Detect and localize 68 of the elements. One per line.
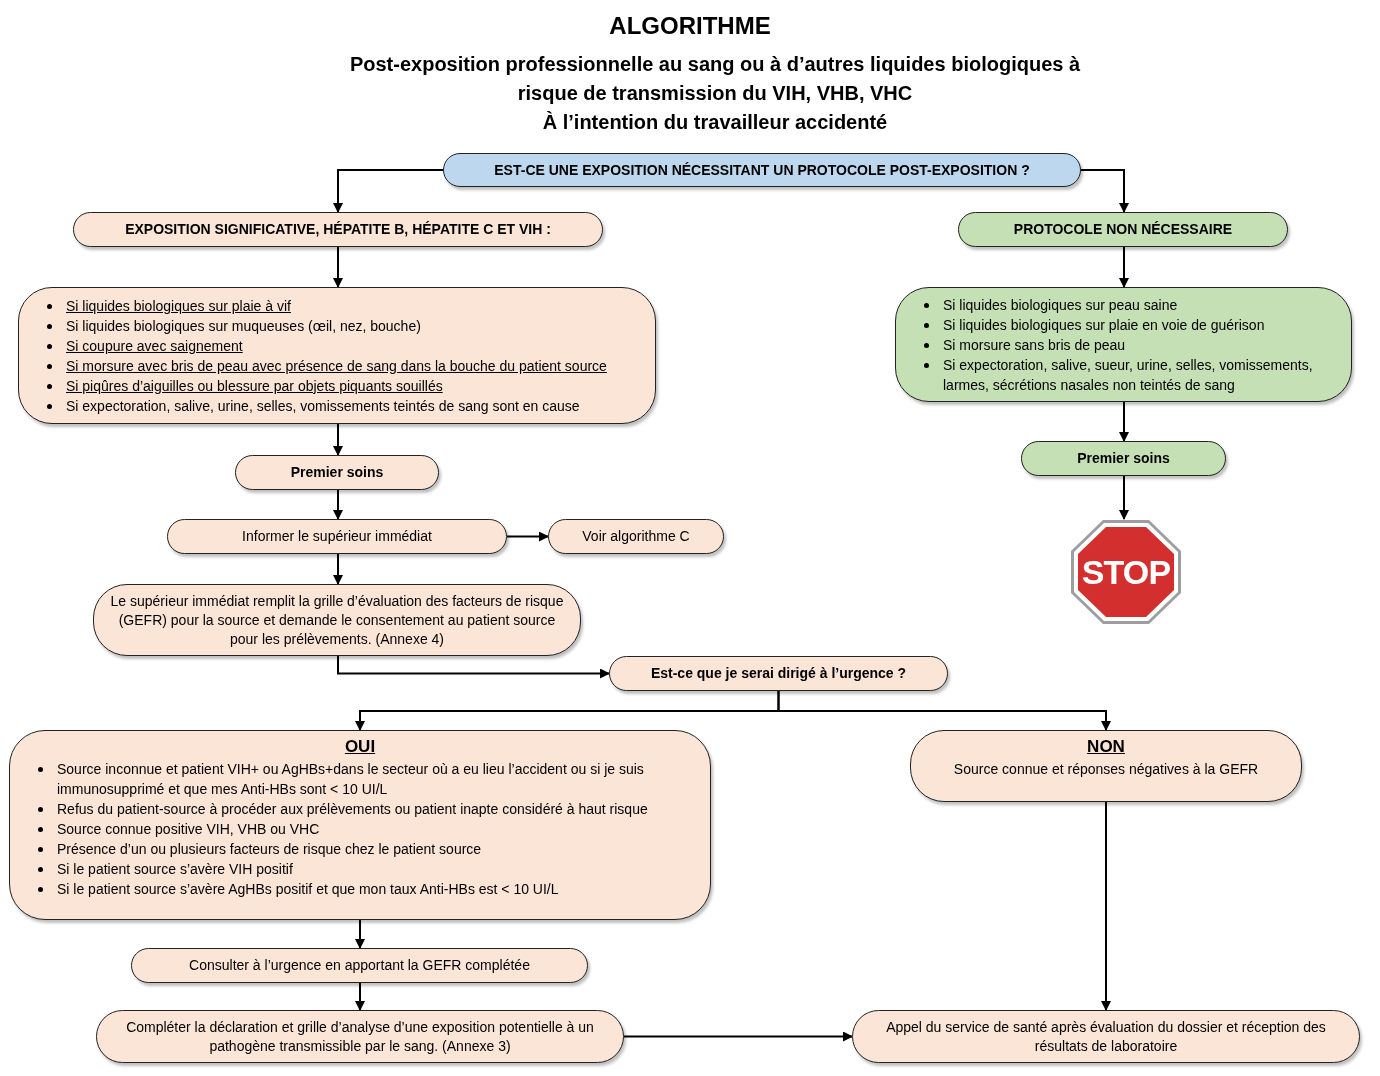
box-heading: OUI	[344, 736, 376, 758]
arrow	[1119, 475, 1129, 520]
arrow	[506, 531, 549, 542]
arrow	[355, 982, 365, 1011]
box-text: EXPOSITION SIGNIFICATIVE, HÉPATITE B, HÉPATITE C ET VIH :	[125, 220, 551, 239]
box-text: EST-CE UNE EXPOSITION NÉCESSITANT UN PROTOCOLE POST-EXPOSITION ?	[494, 160, 1030, 180]
bullet-text: Si le patient source s’avère VIH positif	[57, 860, 293, 879]
bullet-text: Si morsure sans bris de peau	[943, 335, 1126, 355]
bullet-text: Source connue positive VIH, VHB ou VHC	[57, 820, 320, 839]
arrow	[1119, 246, 1129, 288]
box-text: Appel du service de santé après évaluation du dossier et réception des résultats de laboratoire	[885, 1017, 1327, 1056]
process-box	[1021, 441, 1226, 476]
arrow	[333, 423, 343, 456]
box-text: Premier soins	[290, 463, 384, 482]
process-box	[235, 455, 439, 490]
bullet-text: Si le patient source s’avère AgHBs positif et que mon taux Anti-HBs est < 10 UI/L	[57, 880, 559, 899]
decision-box	[443, 153, 1081, 187]
arrow	[333, 169, 444, 213]
bullet-text: Refus du patient-source à procéder aux prélèvements ou patient inapte considéré à haut risque	[57, 800, 648, 819]
process-box	[852, 1010, 1360, 1063]
arrow	[337, 655, 610, 679]
process-box	[93, 584, 581, 656]
bullet-text: Si liquides biologiques sur plaie à vif	[66, 296, 291, 316]
outcome-box	[9, 730, 711, 920]
process-box	[958, 212, 1288, 247]
arrow	[777, 690, 1111, 731]
box-text: Consulter à l’urgence en apportant la GEFR complétée	[189, 956, 530, 975]
box-text: Informer le supérieur immédiat	[242, 527, 432, 546]
criteria-box	[18, 287, 656, 424]
bullet-text: Si morsure avec bris de peau avec présence de sang dans la bouche du patient source	[66, 356, 607, 376]
box-text: PROTOCOLE NON NÉCESSAIRE	[1013, 220, 1233, 239]
box-text: Voir algorithme C	[582, 527, 690, 546]
bullet-text: Si liquides biologiques sur muqueuses (œil, nez, bouche)	[66, 316, 421, 336]
stop-text: STOP	[1081, 551, 1171, 593]
box-text: Est-ce que je serai dirigé à l’urgence ?	[650, 664, 907, 683]
bullet-text: Si piqûres d’aiguilles ou blessure par objets piquants souillés	[66, 376, 443, 396]
arrow	[333, 553, 343, 585]
box-text: Le supérieur immédiat remplit la grille d’évaluation des facteurs de risque (GEFR) pour la source et demande le consentement au patient source pour les prélèvements. (Annexe 4)	[110, 591, 564, 649]
subtitle: Post-exposition professionnelle au sang ou à d’autres liquides biologiques à risque de transmission du VIH, VHB, VHC	[348, 52, 1082, 106]
criteria-box	[895, 287, 1352, 402]
arrow	[623, 1031, 853, 1042]
outcome-box	[910, 730, 1302, 802]
arrow	[1101, 801, 1111, 1011]
arrow	[333, 246, 343, 288]
process-box	[548, 519, 724, 554]
bullet-text: Présence d’un ou plusieurs facteurs de risque chez le patient source	[57, 840, 482, 859]
bullet-text: Si coupure avec saignement	[66, 336, 243, 356]
bullet-text: Si liquides biologiques sur plaie en voie de guérison	[943, 315, 1265, 335]
process-box	[167, 519, 507, 554]
bullet-text: Si expectoration, salive, urine, selles, vomissements teintés de sang sont en cause	[66, 396, 580, 416]
box-text: Compléter la déclaration et grille d’analyse d’une exposition potentielle à un pathogène transmissible par le sang. (Annexe 3)	[125, 1017, 595, 1056]
box-heading: NON	[1087, 736, 1125, 758]
bullet-text: Si expectoration, salive, sueur, urine, selles, vomissements, larmes, sécrétions nasales non teintés de sang	[943, 355, 1314, 395]
title: ALGORITHME	[609, 11, 771, 41]
process-box	[96, 1010, 624, 1063]
arrow	[1080, 169, 1129, 213]
subtitle: À l’intention du travailleur accidenté	[541, 110, 889, 135]
bullet-text: Si liquides biologiques sur peau saine	[943, 295, 1178, 315]
process-box	[73, 212, 603, 247]
stop-sign	[1070, 519, 1182, 625]
arrow	[355, 919, 365, 949]
box-text: Premier soins	[1077, 449, 1170, 468]
process-box	[131, 948, 588, 983]
bullet-text: Source inconnue et patient VIH+ ou AgHBs+dans le secteur où a eu lieu l’accident ou si je suis immunosupprimé et que mes Anti-HBs sont < 10 UI/L	[57, 760, 645, 799]
box-text: Source connue et réponses négatives à la GEFR	[953, 760, 1259, 779]
decision-box	[609, 656, 948, 691]
arrow	[1119, 401, 1129, 442]
arrow	[333, 489, 343, 520]
